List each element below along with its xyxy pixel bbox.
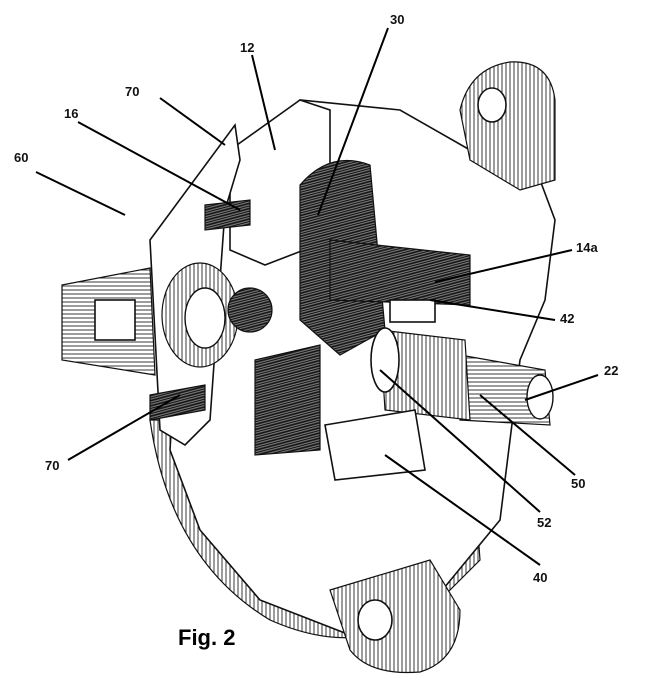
leader-30	[317, 27, 389, 216]
leader-70-bottom	[67, 394, 181, 461]
left-hub-bore	[184, 287, 226, 349]
upper-pin	[204, 199, 251, 231]
carrier	[389, 299, 436, 323]
bottom-lug-hole	[357, 599, 393, 641]
input-shaft-key	[94, 299, 136, 341]
label-22: 22	[604, 363, 618, 378]
figure-caption: Fig. 2	[178, 625, 235, 650]
label-70-top: 70	[125, 84, 139, 99]
leader-14a	[434, 249, 573, 283]
leader-52	[379, 369, 541, 513]
leader-22	[524, 374, 599, 401]
leader-70-top	[159, 97, 226, 146]
leader-42	[429, 299, 556, 321]
label-30: 30	[390, 12, 404, 27]
planet-shaft	[329, 239, 471, 306]
label-60: 60	[14, 150, 28, 165]
label-42: 42	[560, 311, 574, 326]
bearing-ring	[370, 327, 400, 393]
leader-12	[251, 54, 276, 151]
leader-16	[77, 121, 241, 211]
top-lug-hole	[477, 87, 507, 123]
leader-60	[35, 171, 126, 216]
leader-40	[384, 454, 541, 566]
label-12: 12	[240, 40, 254, 55]
bottom-mounting-lug	[329, 559, 461, 674]
housing-window	[324, 409, 426, 481]
label-70-bottom: 70	[45, 458, 59, 473]
output-shaft-end	[526, 374, 554, 420]
sun-gear	[227, 287, 273, 333]
label-52: 52	[537, 515, 551, 530]
leader-lines	[35, 27, 599, 566]
lower-gear-teeth	[254, 344, 321, 456]
label-40: 40	[533, 570, 547, 585]
label-50: 50	[571, 476, 585, 491]
reference-labels: 30 12 70 16 60 14a 42 22 50 52 40 70	[14, 12, 618, 585]
label-16: 16	[64, 106, 78, 121]
label-14a: 14a	[576, 240, 598, 255]
leader-50	[479, 394, 576, 476]
